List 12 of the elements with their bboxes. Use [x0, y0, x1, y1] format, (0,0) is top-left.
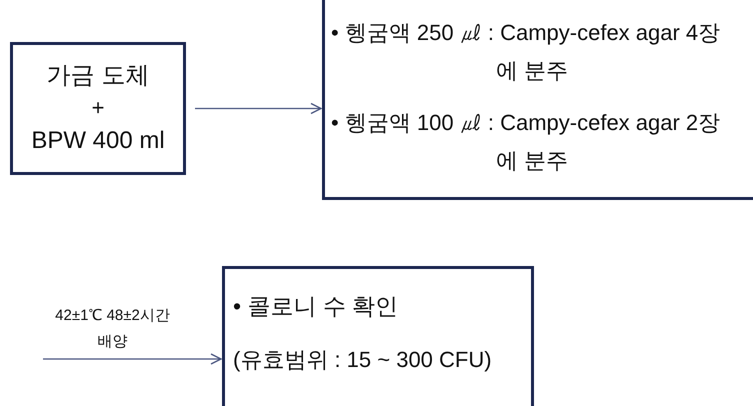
box-text: • 콜로니 수 확인 — [233, 292, 398, 321]
box-text: • 헹굼액 250 ㎕ : Campy-cefex agar 4장에 분주 — [331, 19, 722, 85]
box-text: (유효범위 : 15 ~ 300 CFU) — [233, 346, 492, 374]
process-box — [10, 42, 186, 175]
box-text: + — [90, 95, 106, 121]
box-text: • 헹굼액 100 ㎕ : Campy-cefex agar 2장에 분주 — [331, 109, 722, 175]
process-box — [322, 0, 753, 200]
result-box — [222, 266, 534, 406]
arrow — [195, 102, 322, 114]
box-text: BPW 400 ml — [30, 127, 166, 155]
box-text: 가금 도체 — [46, 61, 150, 91]
arrow — [43, 353, 222, 365]
